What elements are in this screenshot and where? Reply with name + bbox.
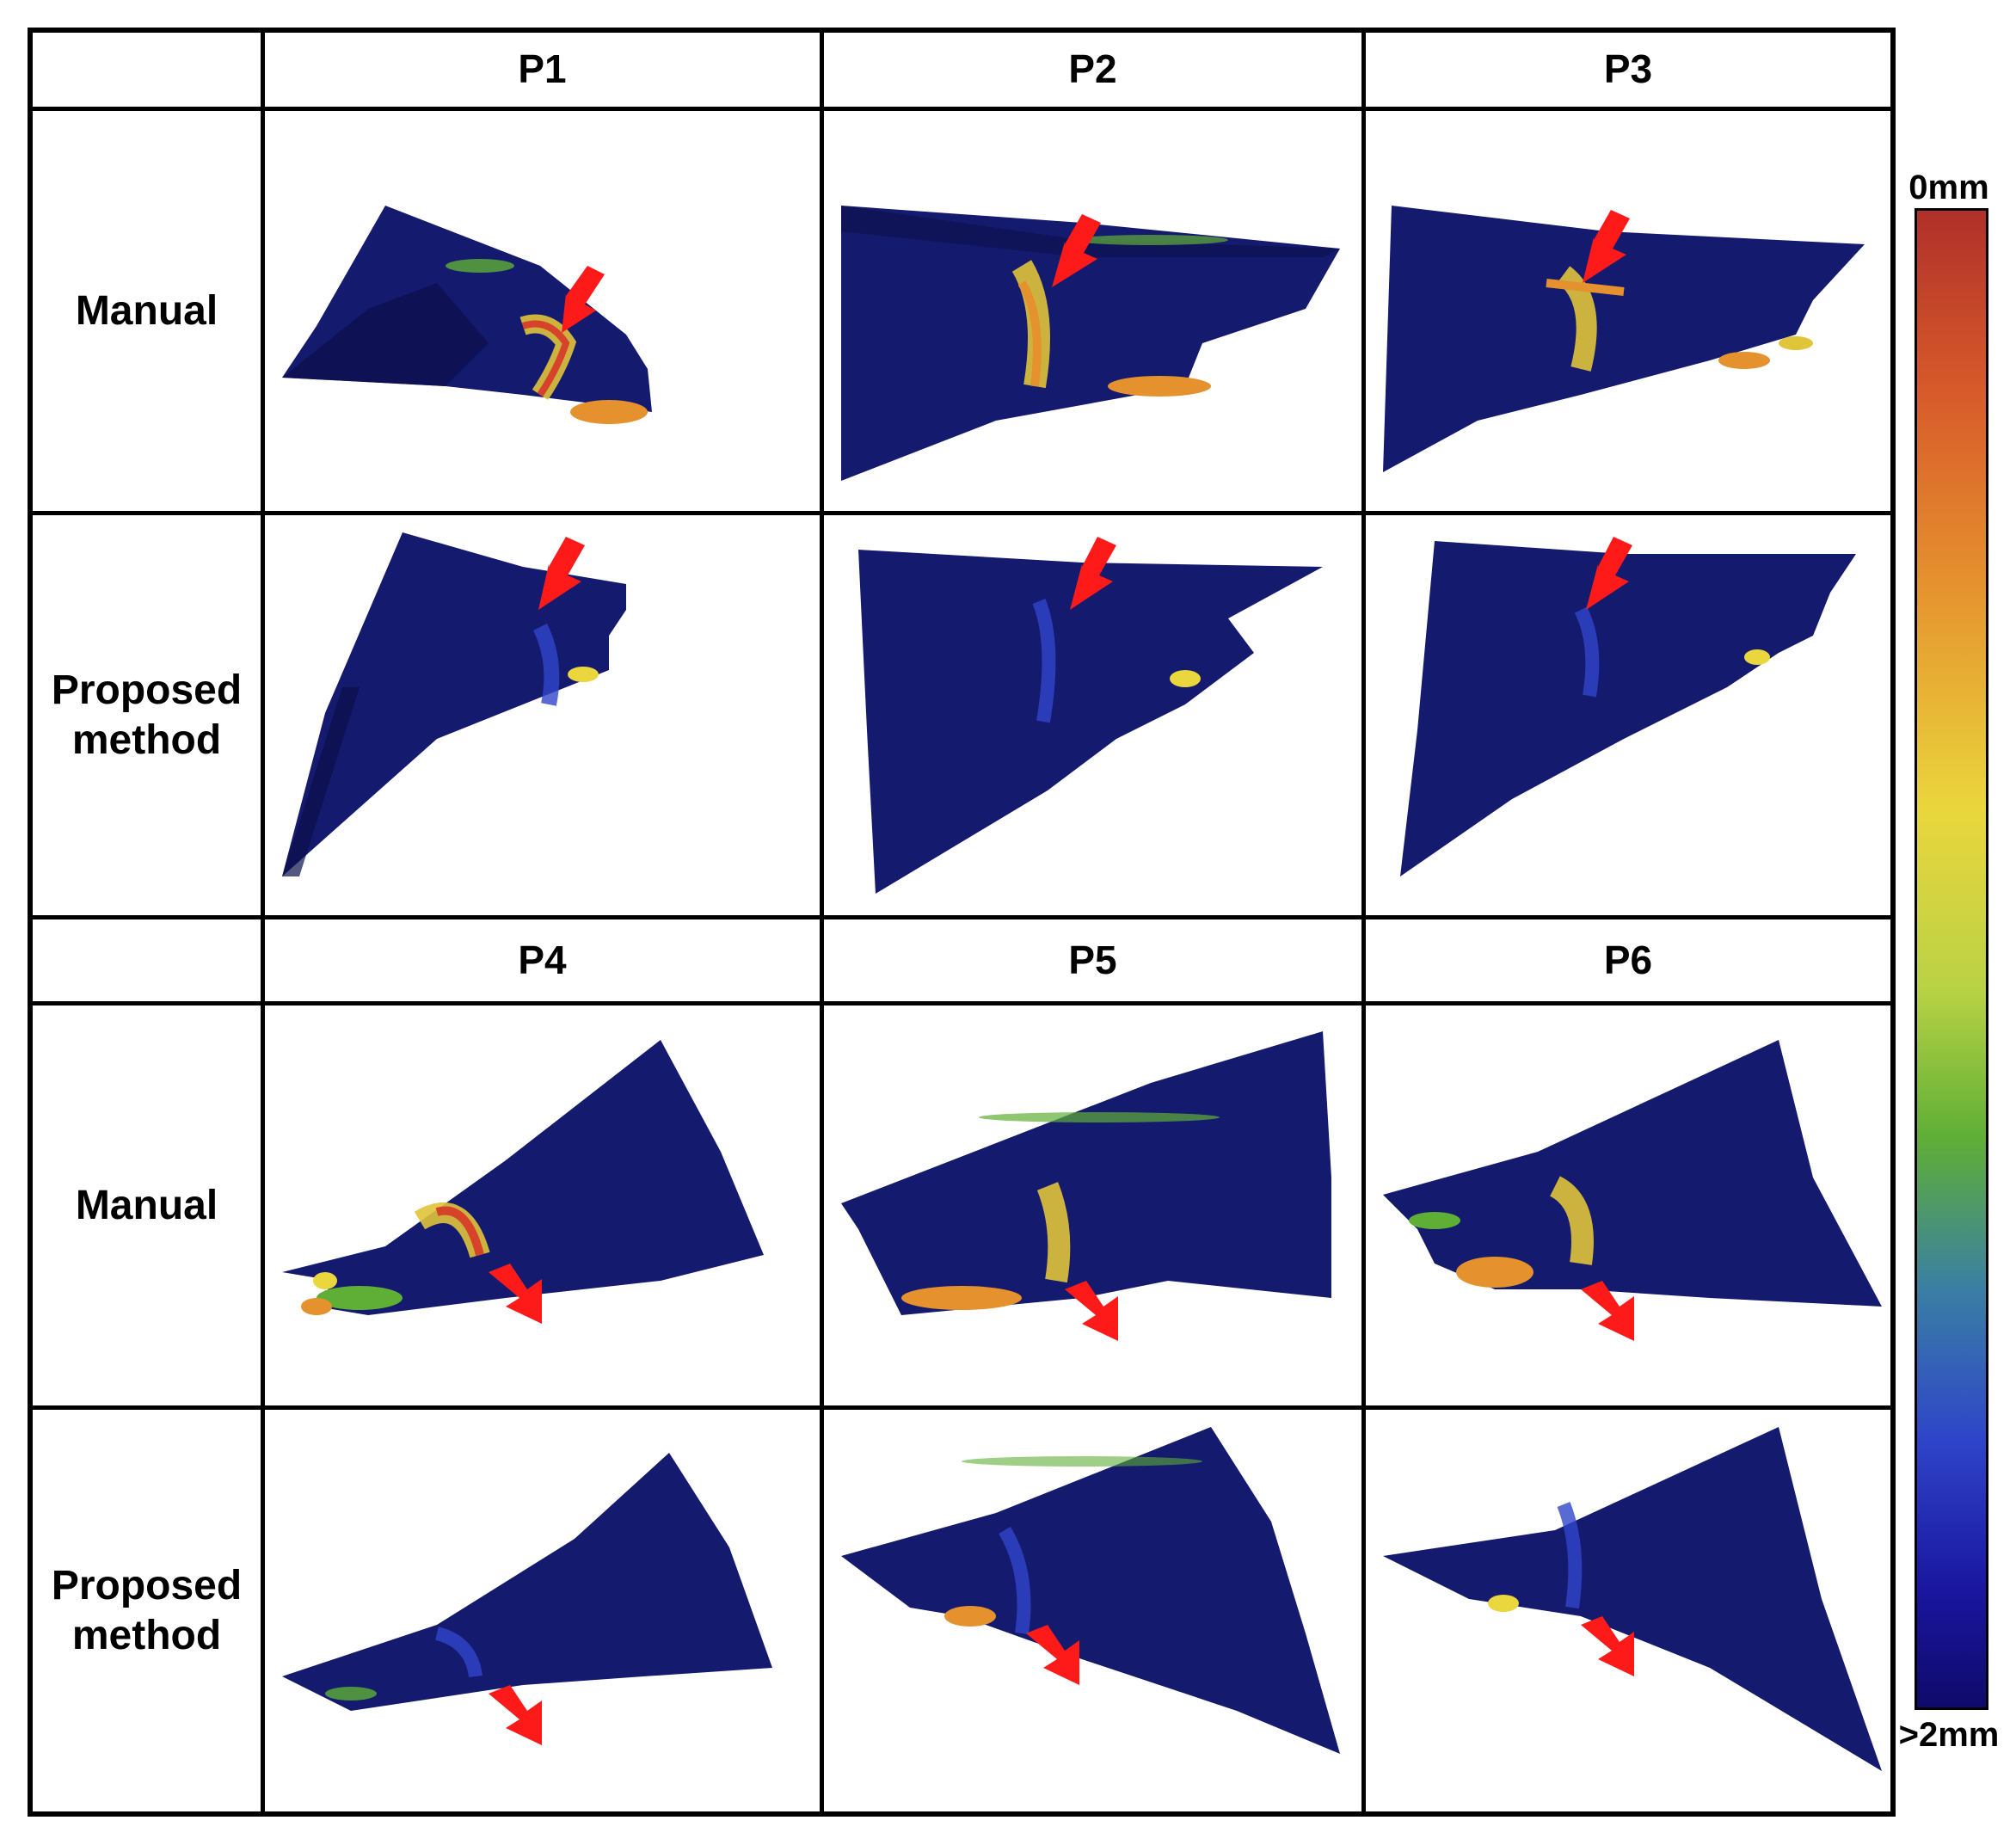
panel-manual-p5 [824, 1006, 1361, 1405]
grid-hline-3 [28, 915, 1896, 919]
colorbar-bottom-label: >2mm [1898, 1716, 2000, 1754]
panel-proposed-p4 [265, 1410, 820, 1811]
row-label-manual-bottom: Manual [75, 1182, 218, 1228]
panel-manual-p2 [824, 111, 1361, 511]
row-label-proposed-top: Proposed method [51, 667, 243, 763]
mesh-render-manual-p4 [282, 1040, 764, 1324]
panel-proposed-p2 [824, 515, 1361, 915]
comparison-grid: P1 P2 P3 P4 P5 P6 Manual Proposed method… [28, 28, 1896, 1817]
panel-manual-p1 [265, 111, 820, 511]
row-label-manual-top: Manual [75, 287, 218, 334]
grid-hline-2 [28, 511, 1896, 515]
grid-border-top [28, 28, 1896, 33]
mesh-render-proposed-p2 [858, 537, 1323, 894]
grid-hline-5 [28, 1405, 1896, 1410]
mesh-render-manual-p5 [841, 1031, 1331, 1341]
grid-hline-4 [28, 1001, 1896, 1006]
row-label-proposed-bottom: Proposed method [51, 1562, 243, 1658]
column-header-p3: P3 [1603, 46, 1653, 92]
mesh-render-manual-p2 [841, 206, 1340, 481]
mesh-render-manual-p6 [1383, 1040, 1882, 1341]
mesh-render-manual-p3 [1383, 206, 1865, 472]
panel-proposed-p1 [265, 515, 820, 915]
panel-manual-p3 [1366, 111, 1890, 511]
panel-manual-p6 [1366, 1006, 1890, 1405]
panel-proposed-p5 [824, 1410, 1361, 1811]
column-header-p6: P6 [1603, 937, 1653, 982]
distance-colorbar [1915, 208, 1988, 1710]
colorbar-top-label: 0mm [1908, 169, 1989, 206]
mesh-render-proposed-p4 [282, 1453, 772, 1745]
panel-proposed-p3 [1366, 515, 1890, 915]
panel-proposed-p6 [1366, 1410, 1890, 1811]
mesh-render-proposed-p3 [1400, 537, 1856, 876]
grid-hline-1 [28, 107, 1896, 111]
grid-vline-2 [820, 28, 824, 1817]
column-header-p4: P4 [518, 937, 567, 982]
mesh-render-manual-p1 [282, 206, 652, 424]
column-header-p5: P5 [1068, 937, 1117, 982]
grid-border-right [1890, 28, 1896, 1817]
mesh-render-proposed-p5 [841, 1427, 1340, 1754]
grid-border-left [28, 28, 33, 1817]
mesh-render-proposed-p1 [282, 532, 626, 876]
mesh-render-proposed-p6 [1383, 1427, 1882, 1771]
grid-border-bottom [28, 1811, 1896, 1817]
grid-vline-3 [1361, 28, 1366, 1817]
grid-vline-1 [261, 28, 265, 1817]
column-header-p1: P1 [518, 46, 567, 92]
column-header-p2: P2 [1068, 46, 1117, 92]
panel-manual-p4 [265, 1006, 820, 1405]
